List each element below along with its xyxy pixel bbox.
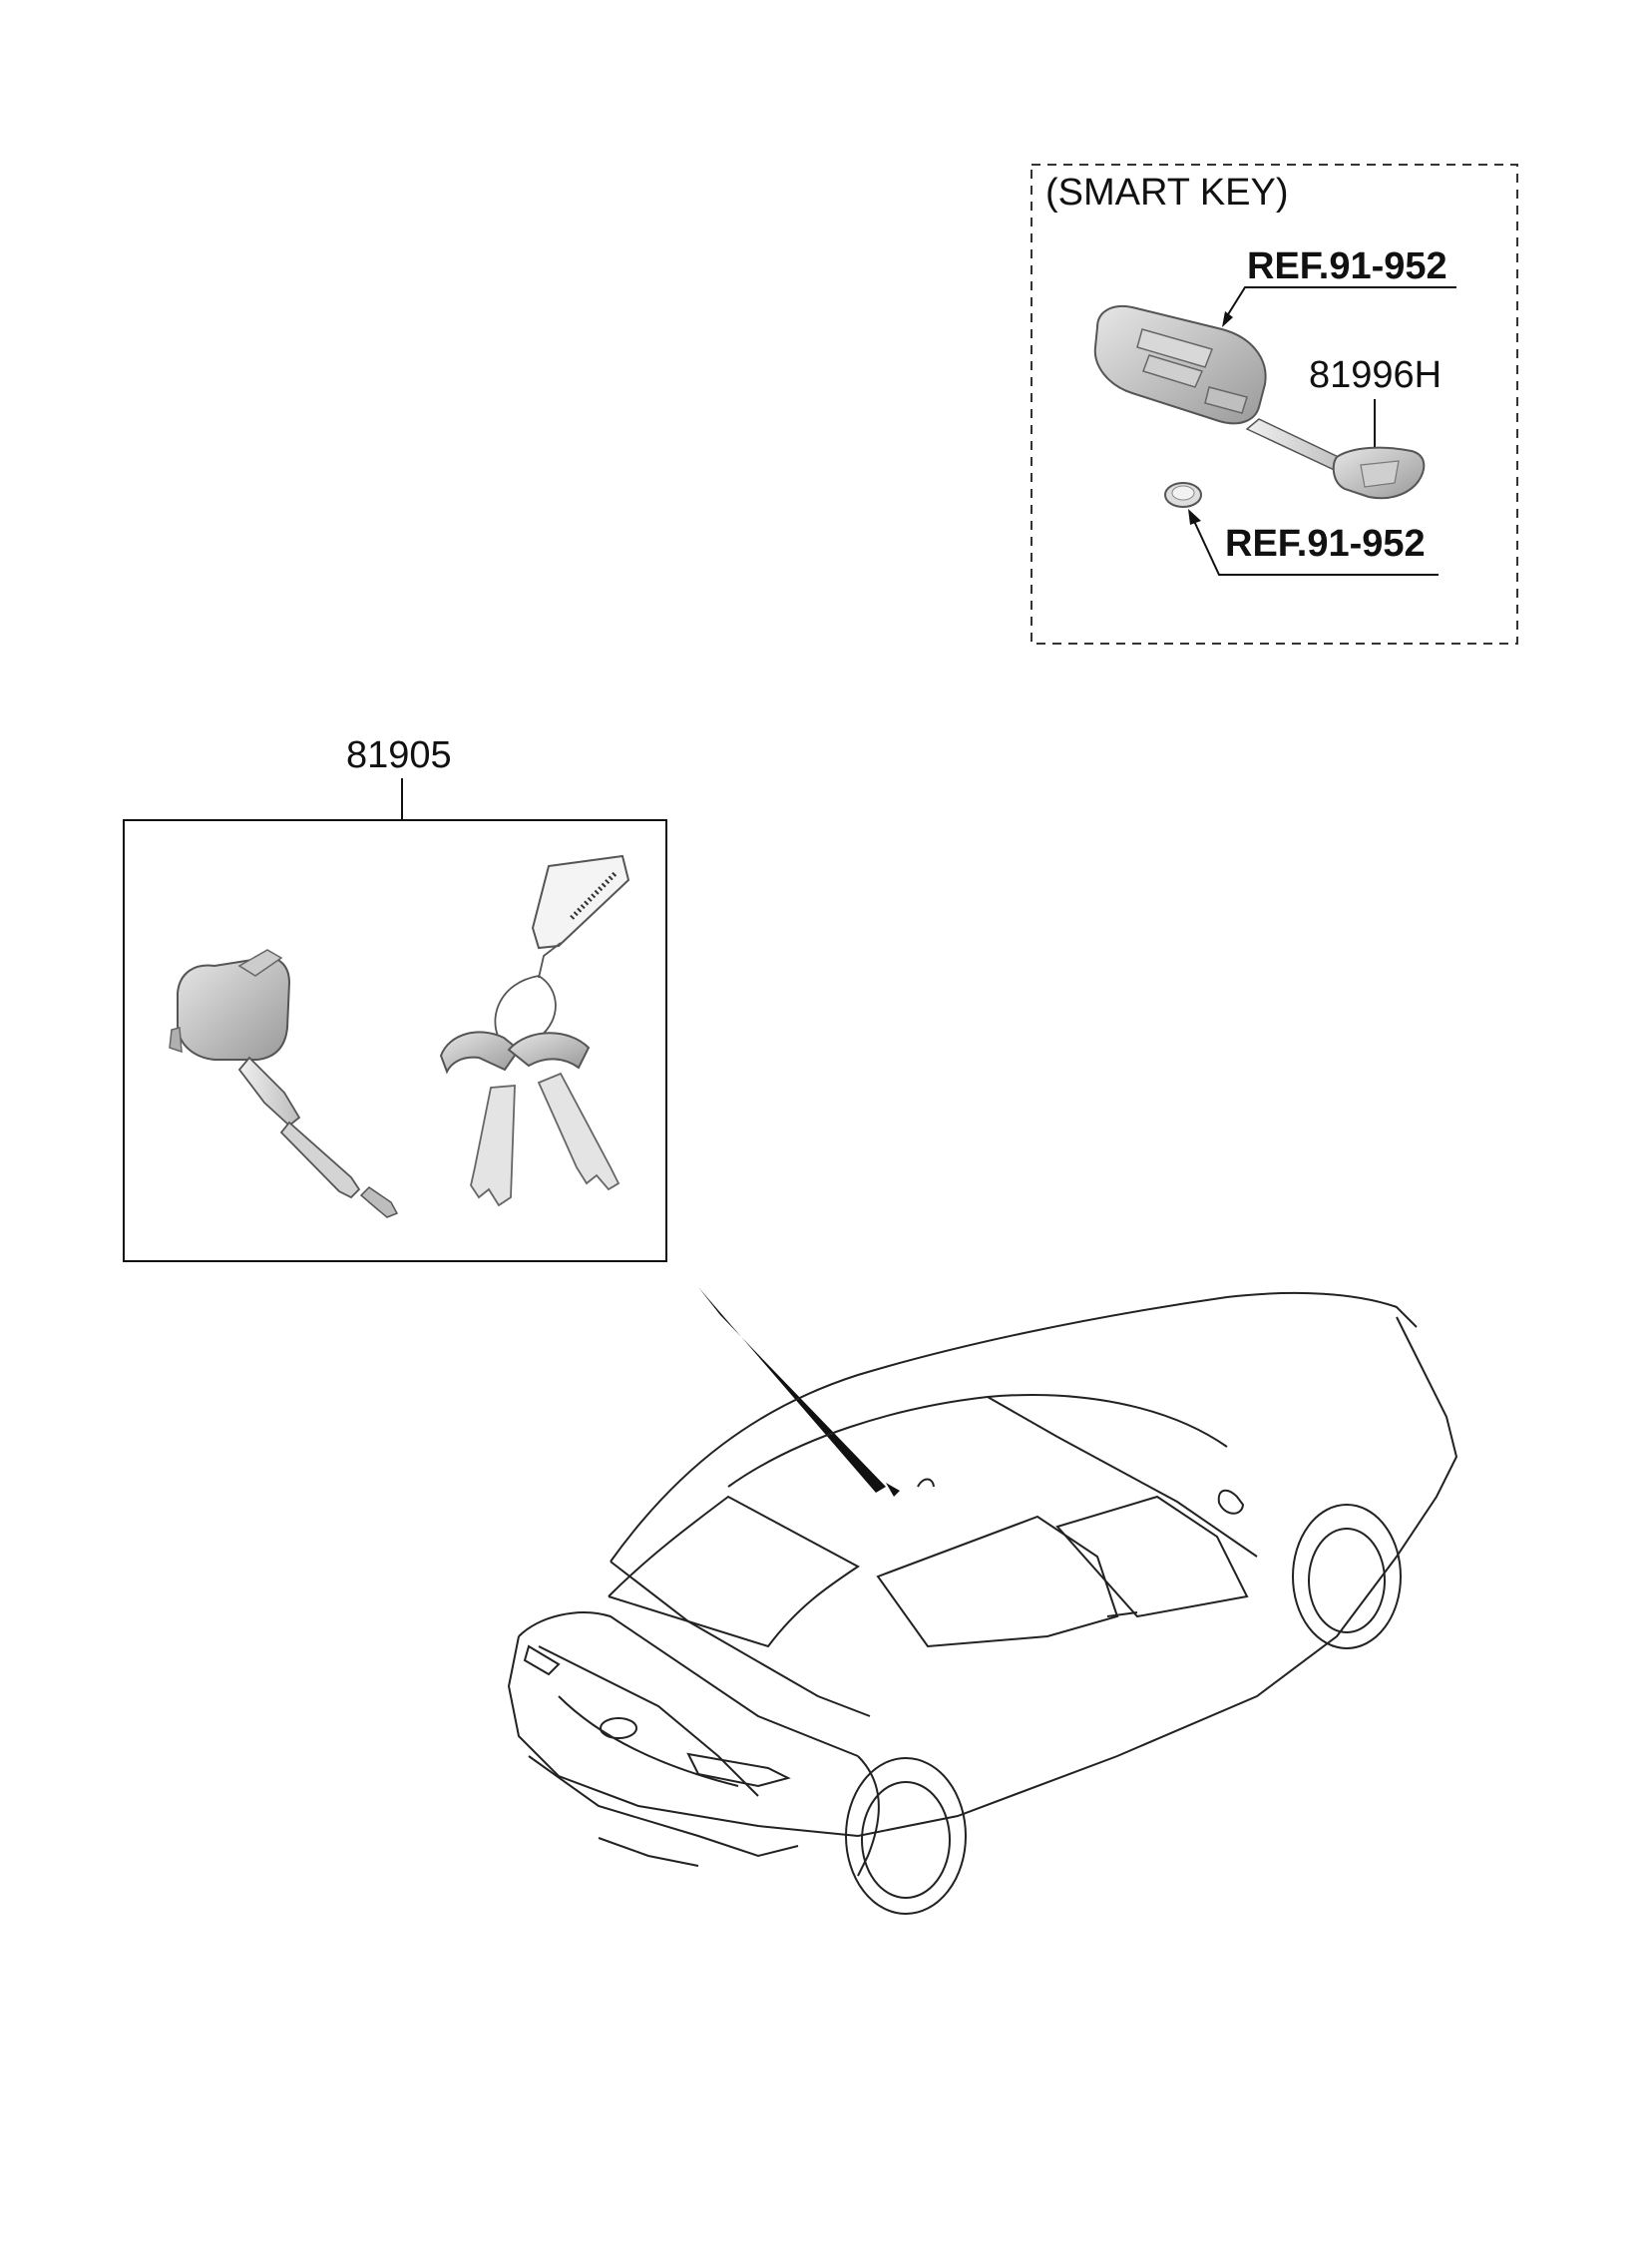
key-set-group-box bbox=[123, 819, 667, 1262]
key-pair-icon bbox=[439, 1031, 620, 1207]
coin-battery-icon bbox=[1164, 482, 1202, 508]
ref-top-arrow bbox=[1222, 311, 1233, 327]
emergency-key-blade-icon bbox=[1245, 418, 1426, 500]
key-tag-icon bbox=[494, 854, 630, 1039]
location-pointer-tip bbox=[886, 1483, 900, 1497]
smart-key-group-box bbox=[1031, 164, 1518, 645]
ref-top-leader bbox=[1224, 286, 1456, 320]
ref-bottom-label[interactable]: REF.91-952 bbox=[1225, 523, 1426, 565]
lock-cylinder-icon bbox=[169, 949, 399, 1218]
ref-bottom-leader bbox=[1192, 518, 1439, 576]
ref-bottom-arrow bbox=[1188, 509, 1201, 525]
location-pointer-icon bbox=[698, 1287, 886, 1493]
car-outline-icon bbox=[507, 1291, 1458, 1915]
smart-key-fob-icon bbox=[1093, 305, 1267, 425]
part-number-blade[interactable]: 81996H bbox=[1309, 354, 1443, 396]
part-number-key-set[interactable]: 81905 bbox=[346, 734, 452, 776]
smart-key-title: (SMART KEY) bbox=[1045, 172, 1289, 214]
ref-top-label[interactable]: REF.91-952 bbox=[1247, 245, 1447, 287]
